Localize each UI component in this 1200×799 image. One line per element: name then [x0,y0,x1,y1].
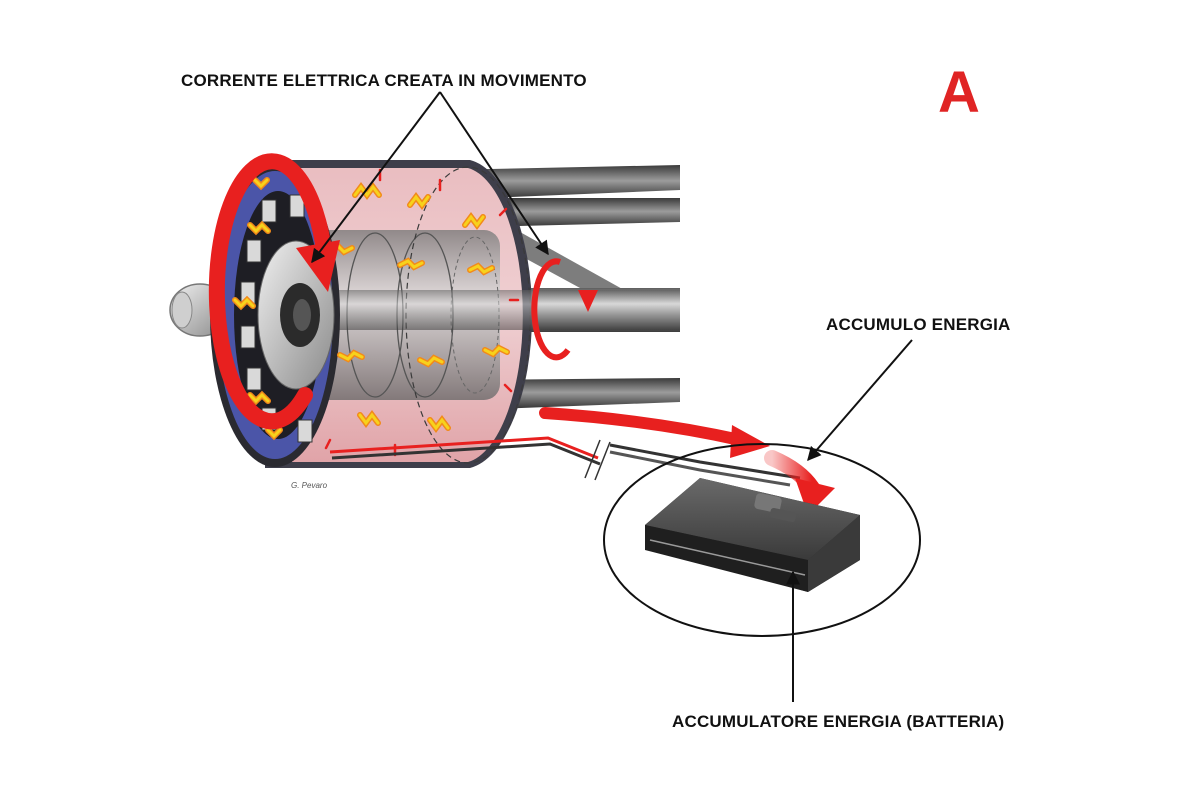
label-current-created-in-motion: CORRENTE ELETTRICA CREATA IN MOVIMENTO [181,71,587,90]
battery [645,478,860,592]
battery-outline [603,443,921,637]
energy-flow-arrow-icon [539,407,835,515]
spark-icon [232,168,520,457]
leader-lines [311,91,913,702]
shaft-rotation-arrow-icon [531,258,598,361]
illustrator-credit: G. Pevaro [291,481,328,490]
cable [329,436,801,487]
rotation-arrow-icon [208,153,340,430]
label-battery: ACCUMULATORE ENERGIA (BATTERIA) [672,712,1005,731]
panel-letter: A [938,60,980,125]
label-energy-storage: ACCUMULO ENERGIA [826,315,1011,334]
